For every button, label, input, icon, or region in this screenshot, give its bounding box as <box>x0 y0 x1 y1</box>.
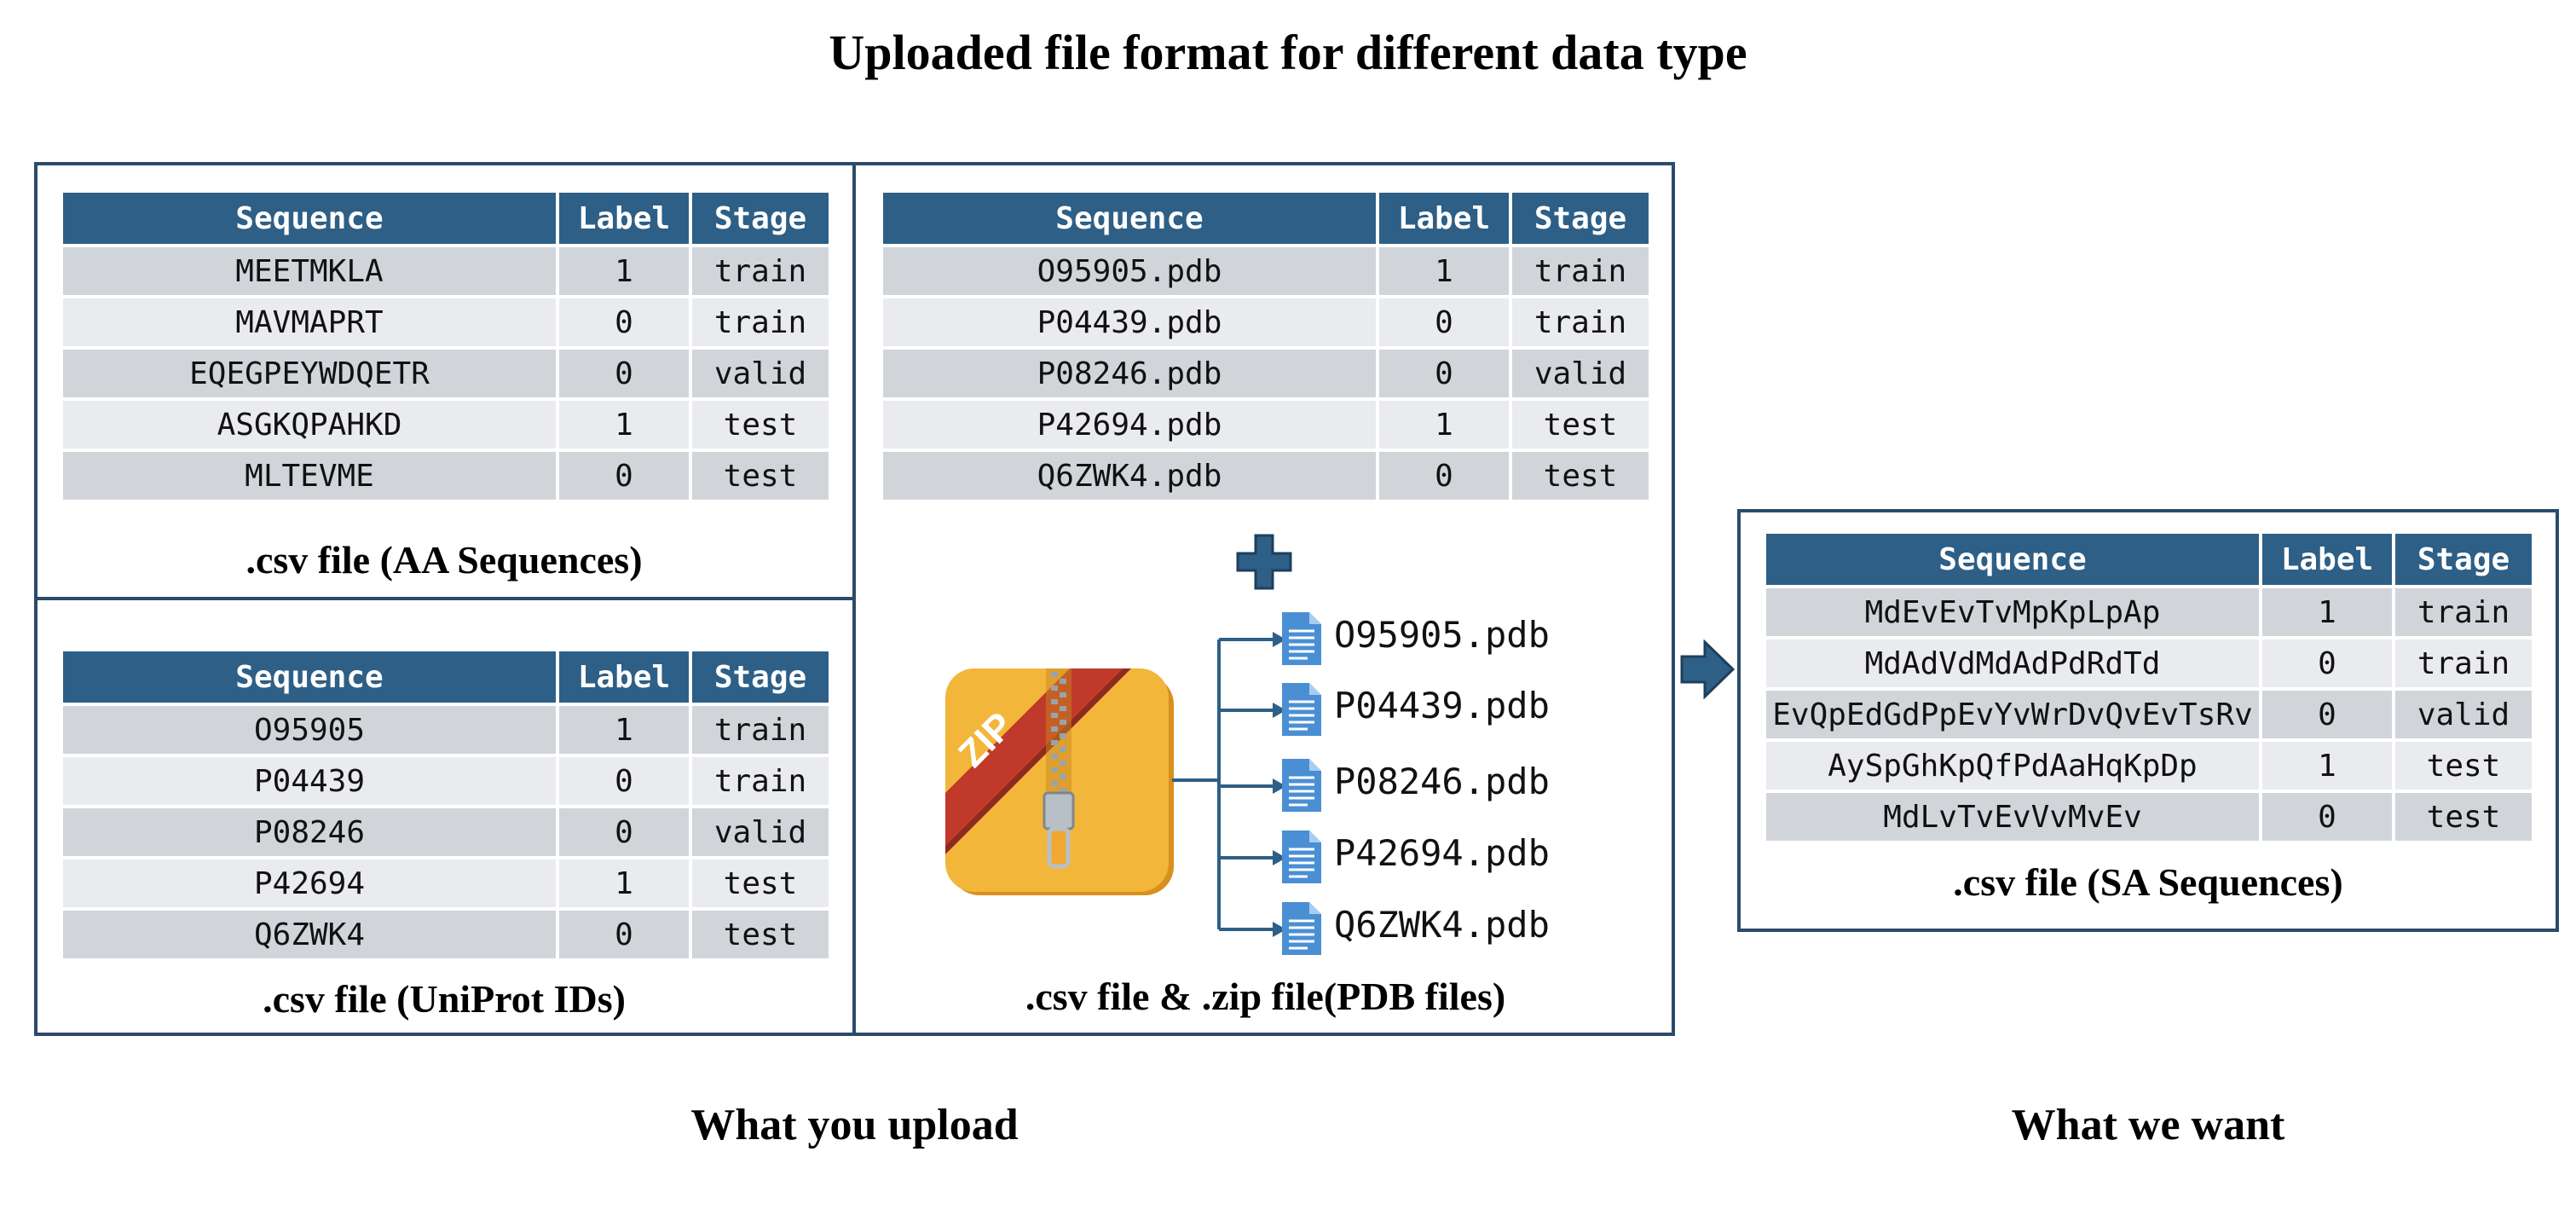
table-header-row: Sequence Label Stage <box>1766 534 2532 585</box>
pdb-file-name: Q6ZWK4.pdb <box>1334 904 1550 946</box>
sa-table-caption: .csv file (SA Sequences) <box>1953 860 2343 904</box>
table-header-row: Sequence Label Stage <box>63 193 829 244</box>
document-icon <box>1282 612 1321 665</box>
zip-archive-icon: ZIP <box>945 668 1174 895</box>
header-sequence: Sequence <box>883 193 1376 244</box>
header-sequence: Sequence <box>63 193 556 244</box>
header-sequence: Sequence <box>1766 534 2259 585</box>
uniprot-table-caption: .csv file (UniProt IDs) <box>263 977 626 1021</box>
page-title: Uploaded file format for different data … <box>829 25 1747 80</box>
pdb-file-name: P08246.pdb <box>1334 761 1550 802</box>
header-label: Label <box>559 651 689 703</box>
header-stage: Stage <box>1512 193 1649 244</box>
output-frame <box>1737 509 2559 932</box>
pdb-table-caption: .csv file & .zip file(PDB files) <box>1025 975 1506 1018</box>
header-stage: Stage <box>692 193 829 244</box>
pdb-file-name: O95905.pdb <box>1334 614 1550 656</box>
output-section-label: What we want <box>2011 1101 2285 1149</box>
header-label: Label <box>1379 193 1509 244</box>
table-header-row: Sequence Label Stage <box>883 193 1649 244</box>
table-header-row: Sequence Label Stage <box>63 651 829 703</box>
pdb-file-name: P04439.pdb <box>1334 685 1550 726</box>
header-label: Label <box>559 193 689 244</box>
aa-table-caption: .csv file (AA Sequences) <box>245 538 643 582</box>
document-icon <box>1282 759 1321 812</box>
pdb-file-name: P42694.pdb <box>1334 832 1550 874</box>
header-label: Label <box>2262 534 2392 585</box>
upload-section-label: What you upload <box>690 1101 1019 1149</box>
horizontal-divider <box>34 597 854 600</box>
vertical-divider <box>852 162 856 1036</box>
plus-icon <box>1236 534 1292 590</box>
file-tree-connector <box>1172 632 1286 937</box>
document-icon <box>1282 683 1321 736</box>
header-sequence: Sequence <box>63 651 556 703</box>
document-icon <box>1282 902 1321 955</box>
arrow-right-icon <box>1680 639 1736 699</box>
document-icon <box>1282 830 1321 883</box>
header-stage: Stage <box>692 651 829 703</box>
header-stage: Stage <box>2395 534 2532 585</box>
